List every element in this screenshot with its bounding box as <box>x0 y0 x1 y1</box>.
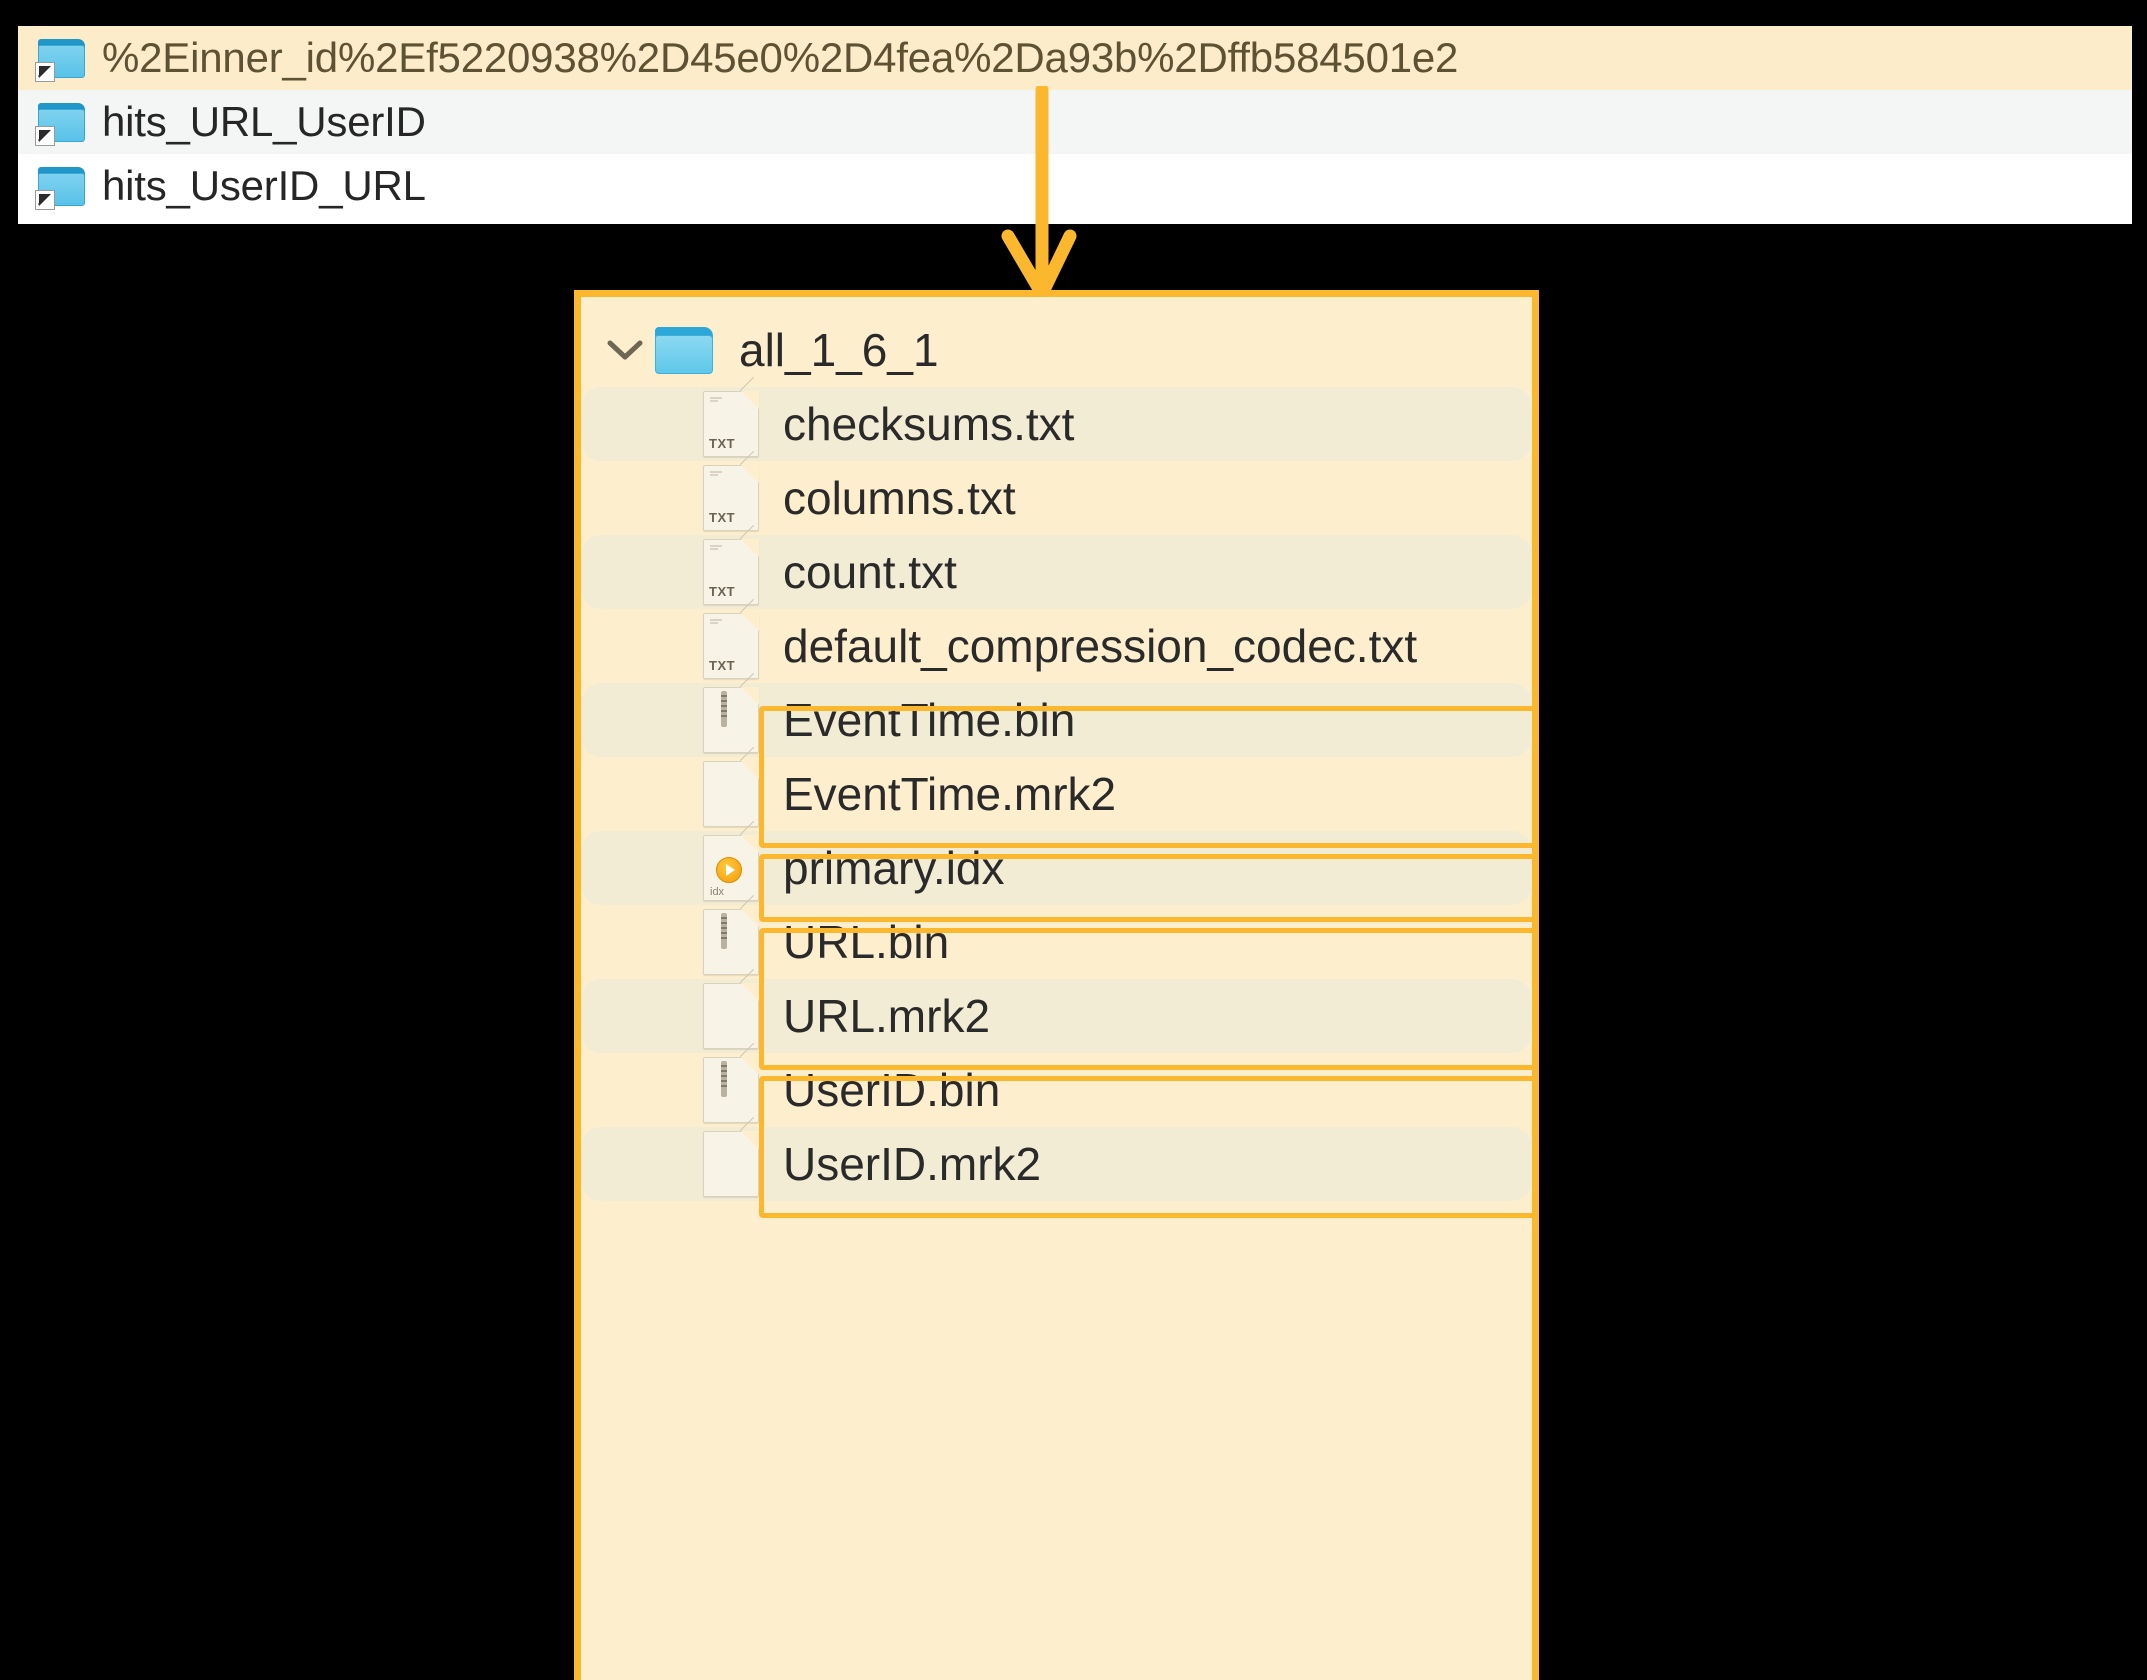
file-name: URL.bin <box>783 916 950 968</box>
folder-shortcut-list[interactable]: %2Einner_id%2Ef5220938%2D45e0%2D4fea%2Da… <box>18 26 2132 224</box>
list-item-label: hits_URL_UserID <box>102 98 426 145</box>
txt-file-icon: TXT <box>703 376 767 457</box>
file-row[interactable]: TXT count.txt <box>581 524 1532 609</box>
list-item-label: %2Einner_id%2Ef5220938%2D45e0%2D4fea%2Da… <box>102 34 1459 81</box>
list-item[interactable]: %2Einner_id%2Ef5220938%2D45e0%2D4fea%2Da… <box>18 26 2132 90</box>
file-row[interactable]: UserID.mrk2 <box>581 1116 1532 1201</box>
idx-file-icon: idx <box>703 820 767 901</box>
file-row[interactable]: TXT default_compression_codec.txt <box>581 598 1532 683</box>
directory-row[interactable]: all_1_6_1 <box>581 313 1532 387</box>
file-row[interactable]: TXT columns.txt <box>581 450 1532 535</box>
txt-file-icon: TXT <box>703 524 767 605</box>
bin-file-icon <box>703 672 767 753</box>
txt-file-icon: TXT <box>703 598 767 679</box>
chevron-down-icon[interactable] <box>603 338 647 362</box>
file-row[interactable]: TXT checksums.txt <box>581 376 1532 461</box>
folder-shortcut-icon <box>35 164 88 210</box>
file-name: UserID.mrk2 <box>783 1138 1042 1190</box>
file-name: count.txt <box>783 546 957 598</box>
folder-shortcut-icon <box>35 100 88 146</box>
folder-icon <box>655 325 717 375</box>
file-name: EventTime.mrk2 <box>783 768 1117 820</box>
txt-file-icon: TXT <box>703 450 767 531</box>
file-row[interactable]: UserID.bin <box>581 1042 1532 1127</box>
blank-file-icon <box>703 968 767 1049</box>
file-name: default_compression_codec.txt <box>783 620 1418 672</box>
list-item[interactable]: hits_UserID_URL <box>18 154 2132 218</box>
blank-file-icon <box>703 746 767 827</box>
file-name: primary.idx <box>783 842 1005 894</box>
file-row[interactable]: idx primary.idx <box>581 820 1532 905</box>
list-item[interactable]: hits_URL_UserID <box>18 90 2132 154</box>
list-item-label: hits_UserID_URL <box>102 162 426 209</box>
file-name: UserID.bin <box>783 1064 1001 1116</box>
bin-file-icon <box>703 894 767 975</box>
file-row[interactable]: EventTime.bin <box>581 672 1532 757</box>
file-name: checksums.txt <box>783 398 1075 450</box>
file-row[interactable]: URL.bin <box>581 894 1532 979</box>
file-row[interactable]: URL.mrk2 <box>581 968 1532 1053</box>
file-row[interactable]: EventTime.mrk2 <box>581 746 1532 831</box>
folder-shortcut-icon <box>35 36 88 82</box>
file-name: EventTime.bin <box>783 694 1076 746</box>
file-name: columns.txt <box>783 472 1016 524</box>
down-arrow-icon <box>1001 86 1077 308</box>
directory-name: all_1_6_1 <box>739 324 939 376</box>
bin-file-icon <box>703 1042 767 1123</box>
blank-file-icon <box>703 1116 767 1197</box>
file-name: URL.mrk2 <box>783 990 991 1042</box>
